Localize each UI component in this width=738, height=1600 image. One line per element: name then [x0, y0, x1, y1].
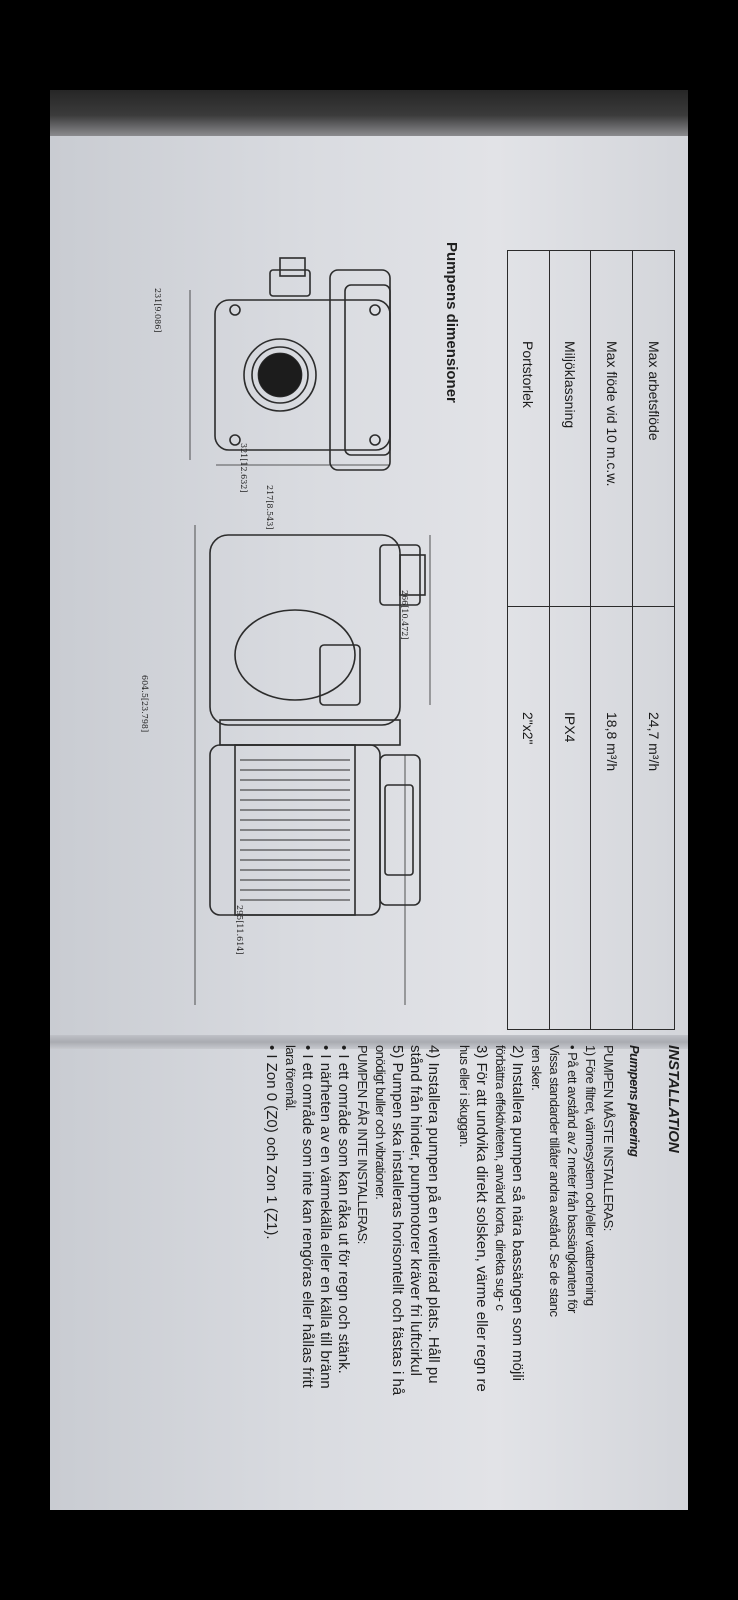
installation-line: • I närheten av en värmekälla eller en k…	[317, 1045, 334, 1389]
pump-side-view-drawing	[189, 257, 391, 471]
dimension-label-266: 266[10.472]	[400, 590, 409, 640]
table-row: Miljöklassning IPX4	[549, 250, 591, 1030]
installation-line: • På ett avstånd av 2 meter från bassäng…	[565, 1045, 580, 1313]
dimension-label-217: 217[8.543]	[265, 485, 274, 530]
spec-value: 2"x2"	[507, 606, 550, 1030]
installation-line: förbättra effektiviteten, använd korta, …	[493, 1045, 508, 1311]
background-shadow	[50, 90, 688, 136]
spec-label: Max arbetsflöde	[632, 250, 675, 607]
spec-value: 18,8 m³/h	[591, 606, 633, 1030]
installation-line: 1) Före filtret, värmesystem och/eller v…	[583, 1045, 598, 1306]
installation-line: ren sker.	[529, 1045, 544, 1091]
dimension-label-295: 295[11.614]	[235, 905, 244, 955]
spec-table: Max arbetsflöde 24,7 m³/h Max flöde vid …	[507, 250, 675, 1030]
installation-line: 5) Pumpen ska installeras horisontellt o…	[389, 1045, 406, 1396]
installation-line: 4) Installera pumpen på en ventilerad pl…	[425, 1045, 442, 1384]
dimension-label-321: 321[12.632]	[239, 443, 248, 493]
table-row: Portstorlek 2"x2"	[507, 250, 550, 1030]
installation-line: PUMPEN MÅSTE INSTALLERAS:	[601, 1045, 616, 1231]
spec-table-wrapper: Max arbetsflöde 24,7 m³/h Max flöde vid …	[507, 250, 675, 1030]
installation-line: onödigt buller och vibrationer.	[373, 1045, 388, 1200]
spec-label: Portstorlek	[507, 250, 550, 607]
table-row: Max arbetsflöde 24,7 m³/h	[632, 250, 675, 1030]
installation-line: PUMPEN FÅR INTE INSTALLERAS:	[355, 1045, 370, 1244]
installation-line: • I ett område som kan råka ut för regn …	[335, 1045, 352, 1374]
placement-subheading: Pumpens placering	[627, 1045, 642, 1157]
installation-heading: INSTALLATION	[665, 1045, 682, 1153]
installation-line: hus eller i skuggan.	[457, 1045, 472, 1148]
spec-label: Max flöde vid 10 m.c.w.	[591, 250, 633, 607]
manual-photo: Max arbetsflöde 24,7 m³/h Max flöde vid …	[50, 90, 688, 1510]
dimensions-title: Pumpens dimensioner	[443, 242, 460, 403]
pump-top-view-drawing	[194, 525, 431, 1005]
spec-label: Miljöklassning	[549, 250, 591, 607]
spec-value: IPX4	[549, 606, 591, 1030]
table-row: Max flöde vid 10 m.c.w. 18,8 m³/h	[591, 250, 633, 1030]
installation-line: • I Zon 0 (Z0) och Zon 1 (Z1).	[263, 1045, 280, 1240]
installation-line: stånd från hinder, pumpmotorer kräver fr…	[407, 1045, 424, 1376]
dimension-label-604: 604.5[23.798]	[140, 675, 149, 733]
installation-line: • I ett område som inte kan rengöras ell…	[299, 1045, 316, 1388]
installation-line: lara föremål.	[283, 1045, 298, 1111]
dimension-label-231: 231[9.086]	[153, 288, 162, 333]
page-fold	[50, 1035, 688, 1049]
installation-line: Vissa standarder tillåter andra avstånd.…	[547, 1045, 562, 1317]
installation-line: 3) För att undvika direkt solsken, värme…	[473, 1045, 490, 1392]
spec-value: 24,7 m³/h	[632, 606, 675, 1030]
installation-line: 2) Installera pumpen så nära bassängen s…	[509, 1045, 526, 1382]
